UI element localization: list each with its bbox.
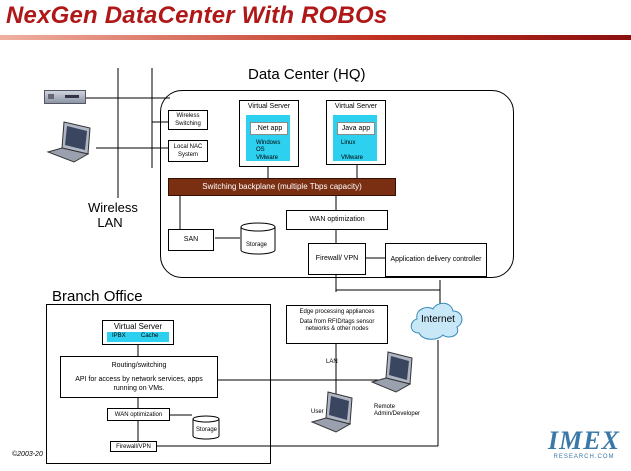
vs2-app: Java app xyxy=(337,122,375,135)
vs2-title: Virtual Server xyxy=(334,103,378,110)
local-nac-system: Local NAC System xyxy=(168,140,208,162)
dc-storage-icon xyxy=(240,222,276,256)
branch-api-label: API for access by network services, apps… xyxy=(75,376,203,392)
branch-vs-title: Virtual Server xyxy=(113,322,163,331)
edge-title: Edge processing appliances xyxy=(299,309,375,315)
branch-office-region xyxy=(46,304,271,464)
datacenter-region xyxy=(160,90,514,278)
copyright: ©2003-20 xyxy=(12,451,43,458)
branch-storage-label: Storage xyxy=(196,427,218,433)
virtual-server-1: Virtual Server .Net app Windows OS VMwar… xyxy=(239,100,299,167)
wireless-switching: Wireless Switching xyxy=(168,110,208,130)
branch-routing-label: Routing/switching xyxy=(111,362,167,369)
vs1-vm: .Net app Windows OS VMware xyxy=(246,115,290,161)
router-device xyxy=(44,90,86,104)
wireless-lan-label: Wireless LAN xyxy=(88,200,138,230)
vs1-os: Windows OS xyxy=(256,140,281,153)
virtual-server-2: Virtual Server Java app Linux VMware xyxy=(326,100,386,165)
imex-logo: IMEX RESEARCH.COM xyxy=(540,428,628,466)
vs1-title: Virtual Server xyxy=(247,103,291,110)
logo-sub: RESEARCH.COM xyxy=(553,454,615,460)
branch-ipbx: IPBX xyxy=(112,333,126,339)
dc-storage-label: Storage xyxy=(246,242,268,248)
branch-cache: Cache xyxy=(141,333,159,339)
switching-backplane: Switching backplane (multiple Tbps capac… xyxy=(168,178,396,196)
vs2-vm: Java app Linux VMware xyxy=(333,115,377,161)
application-delivery-controller: Application delivery controller xyxy=(385,243,487,277)
branch-office-title: Branch Office xyxy=(52,288,143,305)
datacenter-title: Data Center (HQ) xyxy=(248,66,366,83)
branch-virtual-server: Virtual Server IPBX Cache xyxy=(102,320,174,345)
dc-wan-optimization: WAN optimization xyxy=(286,210,388,230)
vs2-vmware: VMware xyxy=(341,155,364,161)
internet-label: Internet xyxy=(421,314,455,325)
user-laptop-icon xyxy=(308,390,358,438)
laptop-icon xyxy=(44,120,96,164)
edge-desc: Data from RFID/tags sensor networks & ot… xyxy=(299,319,375,332)
vs1-app: .Net app xyxy=(250,122,288,135)
lan-label: LAN xyxy=(326,359,338,365)
branch-wan-optimization: WAN optimization xyxy=(107,408,170,421)
vs2-os: Linux xyxy=(341,140,356,146)
branch-storage-icon xyxy=(192,415,220,441)
internet-cloud xyxy=(407,299,467,341)
user-label: User xyxy=(311,409,324,415)
slide-title: NexGen DataCenter With ROBOs xyxy=(6,2,388,29)
edge-appliances-box: Edge processing appliances Data from RFI… xyxy=(286,305,388,344)
remote-laptop-icon xyxy=(368,350,418,396)
vs1-vmware: VMware xyxy=(256,155,279,161)
branch-routing-box: Routing/switching API for access by netw… xyxy=(60,356,218,398)
remote-admin-label: Remote Admin/Developer xyxy=(374,404,421,417)
san-box: SAN xyxy=(168,229,214,251)
title-divider xyxy=(0,35,631,40)
branch-vm: IPBX Cache xyxy=(107,332,169,342)
branch-firewall-vpn: Firewall/VPN xyxy=(110,441,157,452)
dc-firewall-vpn: Firewall/ VPN xyxy=(308,243,366,275)
logo-name: IMEX xyxy=(548,426,620,455)
